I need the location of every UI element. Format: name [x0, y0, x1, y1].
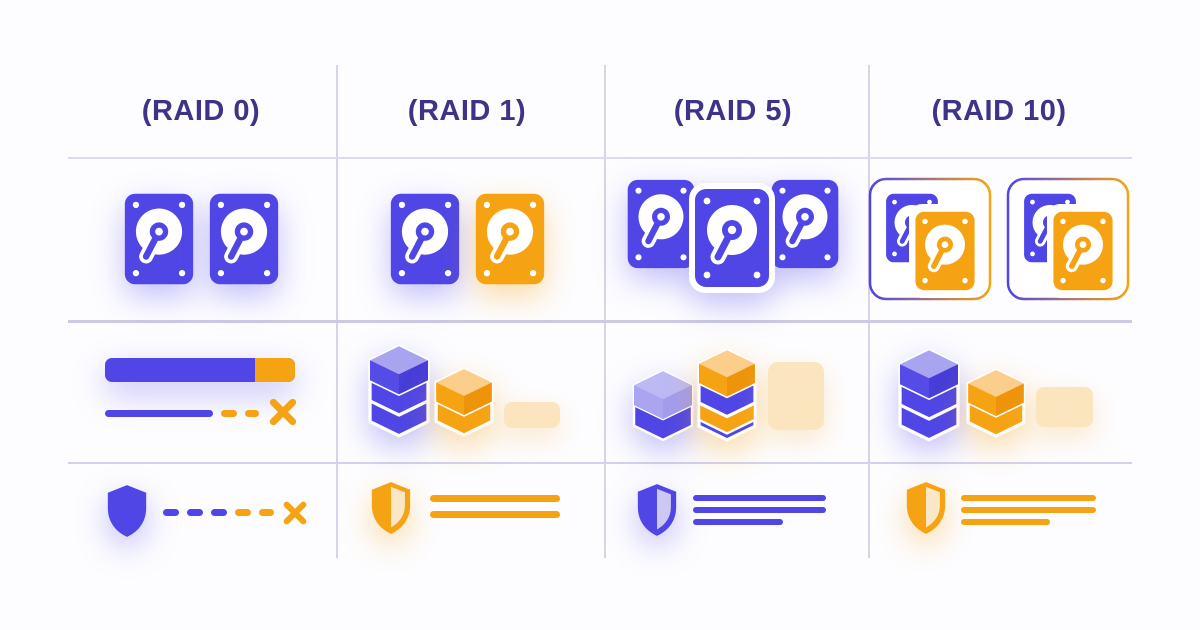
header-raid1: (RAID 1) — [334, 65, 600, 157]
mirror-pair-group-icon — [1006, 177, 1130, 300]
shield-icon — [371, 482, 411, 534]
raid10-title: (RAID 10) — [931, 94, 1067, 127]
dash — [245, 410, 259, 417]
spare-capacity-block — [1036, 387, 1093, 427]
row-divider — [68, 462, 1132, 464]
parity-capacity-block — [768, 362, 824, 430]
raid10-disks-cell — [866, 157, 1132, 320]
shield-icon — [637, 484, 677, 536]
cube-stack-icon — [898, 348, 960, 442]
header-raid0: (RAID 0) — [68, 65, 334, 157]
raid10-capacity-cell — [866, 320, 1132, 462]
capacity-bar — [105, 358, 295, 382]
raid0-title: (RAID 0) — [141, 94, 261, 127]
dash — [259, 509, 274, 516]
raid5-title: (RAID 5) — [673, 94, 793, 127]
raid1-capacity-cell — [334, 320, 600, 462]
protection-line — [961, 495, 1096, 501]
raid0-protection-cell — [68, 462, 334, 558]
column-divider — [868, 65, 870, 558]
shield-icon — [107, 485, 147, 537]
raid1-protection-cell — [334, 462, 600, 558]
data-line — [105, 410, 213, 417]
cube-stack-icon — [697, 348, 757, 442]
hdd-icon — [388, 191, 462, 287]
row-divider — [68, 157, 1132, 159]
cube-stack-icon — [434, 367, 494, 437]
dash — [235, 509, 251, 516]
mirror-pair-group-icon — [868, 177, 992, 300]
capacity-bar-orange-tip — [255, 358, 295, 382]
shield-icon — [906, 482, 946, 534]
raid5-capacity-cell — [600, 320, 866, 462]
protection-line — [693, 507, 826, 513]
dash — [163, 509, 179, 516]
protection-line — [961, 507, 1096, 513]
hdd-icon — [207, 191, 281, 287]
raid0-capacity-cell — [68, 320, 334, 462]
raid1-disks-cell — [334, 157, 600, 320]
cube-stack-icon — [966, 368, 1026, 438]
x-icon — [283, 501, 307, 525]
row-divider — [68, 320, 1132, 323]
raid5-disks-cell — [600, 157, 866, 320]
header-raid10: (RAID 10) — [866, 65, 1132, 157]
hdd-front-frame — [689, 183, 775, 293]
cube-stack-icon — [632, 369, 694, 442]
raid1-title: (RAID 1) — [407, 94, 527, 127]
protection-line — [430, 511, 560, 518]
hdd-icon — [769, 177, 841, 271]
hdd-icon — [692, 186, 772, 290]
dash — [221, 410, 237, 417]
hdd-icon — [122, 191, 196, 287]
raid5-protection-cell — [600, 462, 866, 558]
dash — [211, 509, 227, 516]
hdd-icon — [473, 191, 547, 287]
raid10-protection-cell — [866, 462, 1132, 558]
raid0-disks-cell — [68, 157, 334, 320]
protection-line — [961, 519, 1050, 525]
column-divider — [336, 65, 338, 558]
x-icon — [269, 398, 297, 426]
comparison-grid: (RAID 0) (RAID 1) (RAID 5) (RAID 10) — [68, 65, 1132, 558]
protection-line — [693, 519, 783, 525]
dash — [187, 509, 203, 516]
hdd-icon — [625, 177, 697, 271]
header-raid5: (RAID 5) — [600, 65, 866, 157]
protection-line — [693, 495, 826, 501]
column-divider — [604, 65, 606, 558]
cube-stack-icon — [368, 344, 430, 438]
protection-line — [430, 495, 560, 502]
spare-capacity-block — [504, 402, 560, 428]
